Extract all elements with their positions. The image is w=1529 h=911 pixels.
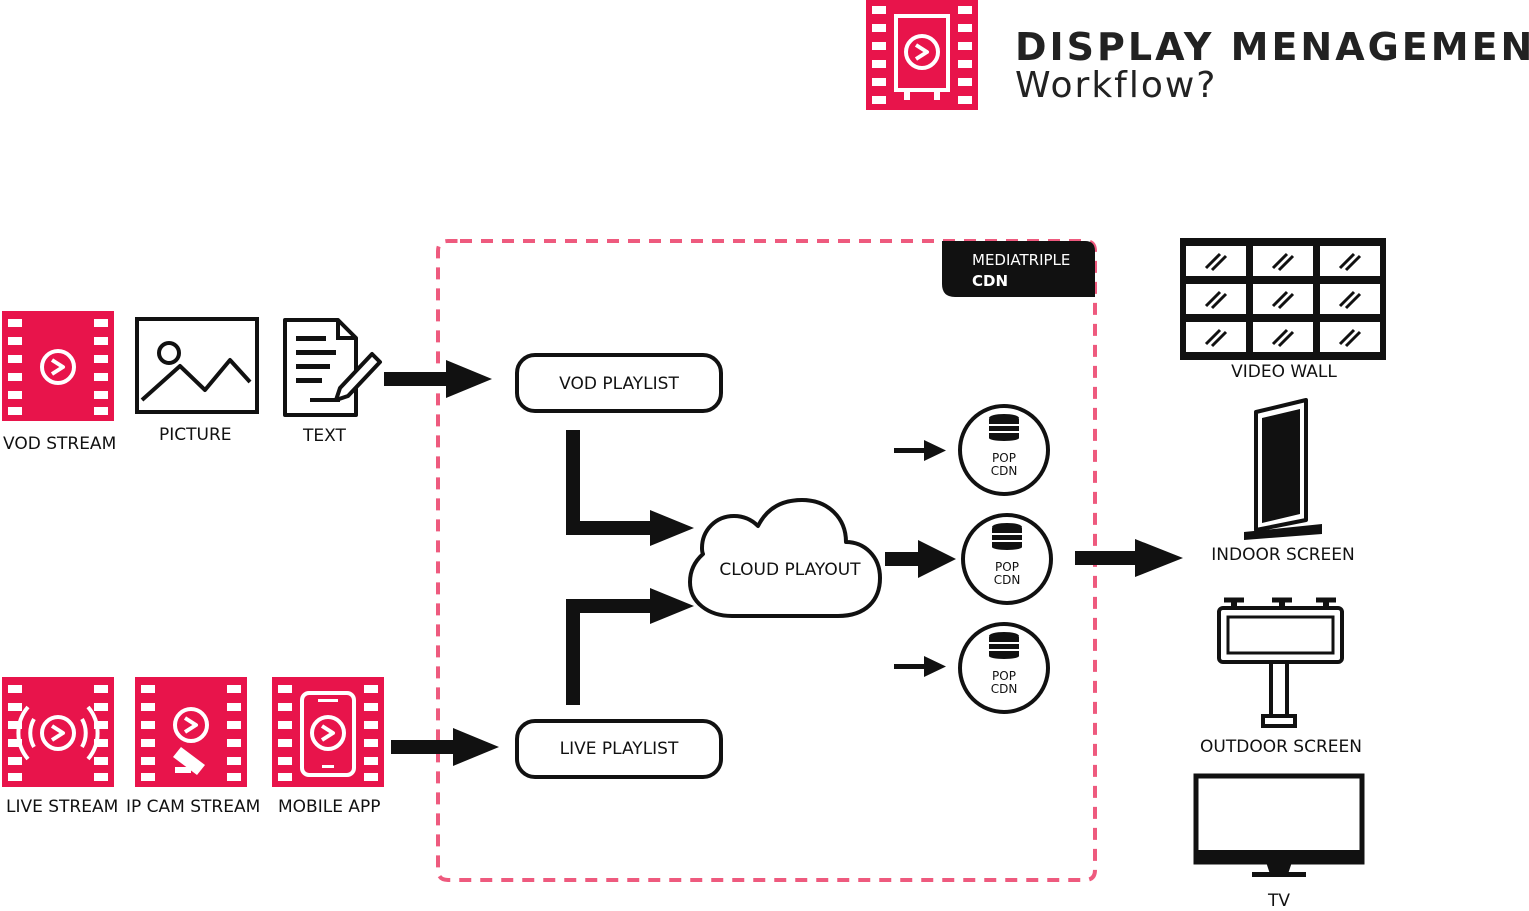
video-wall-label: VIDEO WALL (1231, 362, 1337, 382)
live-stream-label: LIVE STREAM (6, 797, 118, 817)
arrow-live-to-cloud (566, 588, 694, 705)
pop-cdn-node-3: POP CDN (958, 622, 1050, 714)
pop-2-line2: CDN (994, 573, 1021, 587)
cloud-playout-icon (688, 498, 882, 618)
pop-1-line2: CDN (991, 464, 1018, 478)
tv-icon (1193, 773, 1365, 877)
live-stream-icon (2, 677, 114, 787)
vod-playlist-box: VOD PLAYLIST (515, 353, 723, 413)
live-playlist-box: LIVE PLAYLIST (515, 719, 723, 779)
tv-label: TV (1267, 891, 1290, 911)
pop-3-line2: CDN (991, 682, 1018, 696)
indoor-screen-icon (1244, 398, 1322, 540)
picture-icon (135, 317, 259, 414)
header-logo-icon (866, 0, 978, 110)
video-wall-icon (1180, 238, 1386, 360)
pop-1-line1: POP (992, 451, 1016, 465)
arrow-top-sources (384, 360, 492, 398)
vod-stream-label: VOD STREAM (3, 434, 116, 454)
indoor-screen-label: INDOOR SCREEN (1211, 545, 1354, 565)
pop-2-line1: POP (995, 560, 1019, 574)
outdoor-screen-label: OUTDOOR SCREEN (1200, 737, 1362, 757)
mobile-app-icon (272, 677, 384, 787)
arrow-cloud-to-pop-2 (885, 540, 956, 578)
live-playlist-label: LIVE PLAYLIST (560, 739, 679, 759)
picture-label: PICTURE (159, 425, 232, 445)
arrow-to-pop-3 (894, 656, 946, 677)
pop-cdn-node-2: POP CDN (961, 513, 1053, 605)
pop-3-line1: POP (992, 669, 1016, 683)
cdn-label-line1: MEDIATRIPLE (972, 251, 1070, 269)
pop-cdn-node-1: POP CDN (958, 404, 1050, 496)
ip-cam-stream-label: IP CAM STREAM (126, 797, 260, 817)
arrow-to-pop-1 (894, 440, 946, 461)
page-subtitle: Workflow? (1015, 65, 1217, 106)
page-title: DISPLAY MENAGEMENT (1015, 25, 1529, 69)
vod-stream-icon (2, 311, 114, 421)
cdn-label-tab (942, 241, 1095, 297)
ip-cam-stream-icon (135, 677, 247, 787)
cdn-region: MEDIATRIPLE CDN (436, 239, 1097, 882)
arrow-cdn-to-displays (1075, 539, 1183, 577)
text-document-icon (283, 318, 382, 417)
mobile-app-label: MOBILE APP (278, 797, 380, 817)
text-label: TEXT (302, 426, 346, 446)
arrow-bottom-sources (391, 728, 499, 766)
outdoor-screen-icon (1217, 597, 1344, 728)
cloud-playout-label: CLOUD PLAYOUT (719, 560, 861, 580)
vod-playlist-label: VOD PLAYLIST (559, 374, 679, 394)
arrow-vod-to-cloud (566, 430, 694, 546)
cdn-label-line2: CDN (972, 272, 1008, 290)
